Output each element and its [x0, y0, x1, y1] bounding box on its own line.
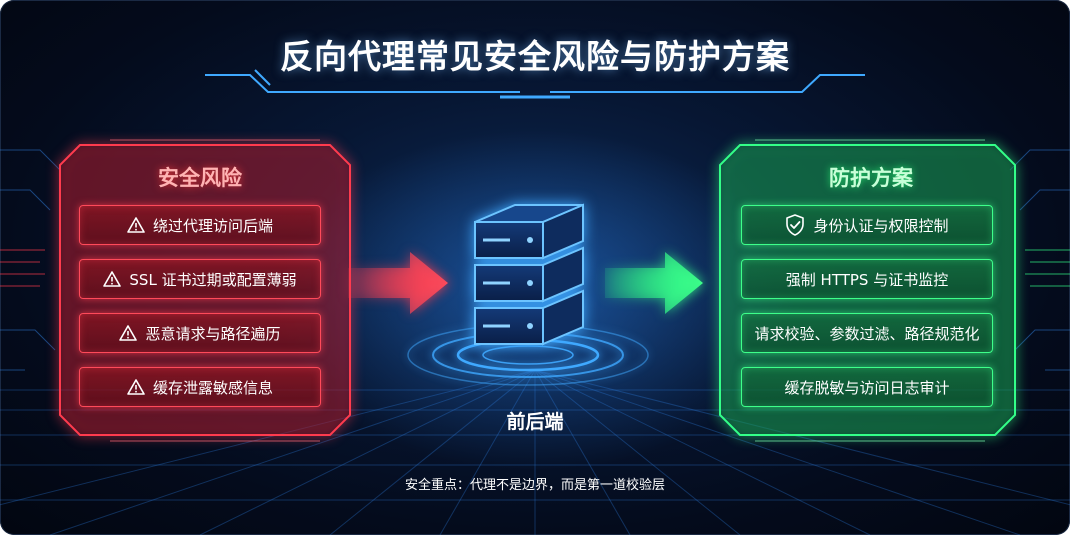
risk-panel-title: 安全风险	[158, 166, 242, 190]
footnote: 安全重点：代理不是边界，而是第一道校验层	[404, 478, 665, 493]
risk-item: 缓存泄露敏感信息	[79, 367, 321, 407]
protection-item: 请求校验、参数过滤、路径规范化	[741, 313, 993, 353]
warning-triangle-icon	[119, 325, 138, 341]
warning-triangle-icon	[127, 379, 145, 395]
warning-triangle-icon	[127, 217, 145, 233]
risk-item: SSL 证书过期或配置薄弱	[79, 259, 321, 299]
protection-item: 身份认证与权限控制	[741, 205, 993, 245]
warning-triangle-icon	[103, 271, 122, 287]
risk-item: 绕过代理访问后端	[79, 205, 321, 245]
shield-check-icon	[786, 214, 805, 236]
server-stack-icon	[474, 203, 584, 346]
page-title: 反向代理常见安全风险与防护方案	[280, 37, 790, 76]
server-label: 前后端	[506, 411, 564, 433]
risk-item-label: 绕过代理访问后端	[152, 216, 273, 235]
risk-item-label: 恶意请求与路径遍历	[145, 324, 281, 343]
protection-arrow	[605, 252, 703, 314]
risk-item-label: 缓存泄露敏感信息	[152, 378, 273, 397]
protection-item-label: 请求校验、参数过滤、路径规范化	[754, 324, 980, 343]
protection-panel-title: 防护方案	[829, 166, 913, 190]
risk-item: 恶意请求与路径遍历	[79, 313, 321, 353]
protection-item-label: 身份认证与权限控制	[813, 216, 949, 235]
protection-item: 缓存脱敏与访问日志审计	[741, 367, 993, 407]
risk-arrow	[348, 252, 448, 314]
circuit-lines	[0, 149, 1070, 371]
protection-item-label: 缓存脱敏与访问日志审计	[784, 378, 950, 397]
protection-item-label: 强制 HTTPS 与证书监控	[785, 270, 949, 289]
title-bracket	[205, 69, 865, 99]
risk-item-label: SSL 证书过期或配置薄弱	[129, 270, 297, 289]
protection-item: 强制 HTTPS 与证书监控	[741, 259, 993, 299]
